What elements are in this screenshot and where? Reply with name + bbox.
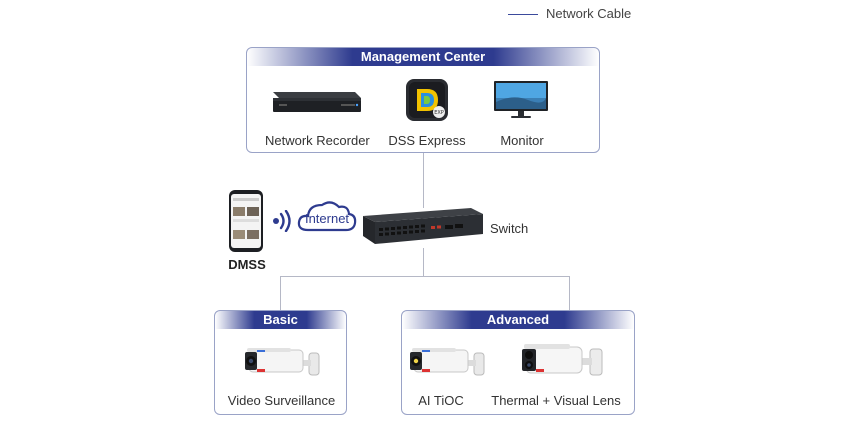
bullet-camera-icon [243, 345, 325, 385]
network-recorder-icon [269, 84, 363, 118]
connector-mgmt-switch [423, 152, 424, 208]
connector-horizontal [280, 276, 570, 277]
mobile-phone-icon [228, 189, 264, 253]
svg-text:EXP: EXP [434, 110, 444, 116]
management-center-title: Management Center [247, 48, 599, 66]
ai-tioc-camera-icon [408, 345, 490, 385]
internet-cloud-icon: Internet [296, 198, 358, 234]
advanced-title: Advanced [402, 311, 634, 329]
internet-label: Internet [304, 211, 350, 226]
video-surveillance-label: Video Surveillance [227, 393, 336, 408]
advanced-panel: Advanced AI TiOC Thermal + Visual Le [401, 310, 635, 415]
connector-switch-down [423, 248, 424, 276]
wifi-signal-icon [272, 210, 292, 232]
dss-express-label: DSS Express [388, 133, 466, 148]
dmss-label: DMSS [228, 257, 266, 272]
monitor-icon [493, 80, 549, 120]
thermal-visual-lens-label: Thermal + Visual Lens [491, 393, 621, 408]
legend-label: Network Cable [546, 6, 632, 21]
switch-label: Switch [490, 221, 529, 236]
dss-express-icon: EXP [405, 78, 449, 122]
basic-title: Basic [215, 311, 346, 329]
thermal-camera-icon [520, 341, 606, 387]
management-center-panel: Management Center Network Recorder EXP D… [246, 47, 600, 153]
connector-basic [280, 276, 281, 310]
network-recorder-label: Network Recorder [265, 133, 370, 148]
basic-panel: Basic Video Surveillance [214, 310, 347, 415]
connector-advanced [569, 276, 570, 310]
ai-tioc-label: AI TiOC [418, 393, 464, 408]
monitor-label: Monitor [500, 133, 544, 148]
legend-line [508, 14, 538, 15]
network-switch-icon [361, 204, 485, 250]
